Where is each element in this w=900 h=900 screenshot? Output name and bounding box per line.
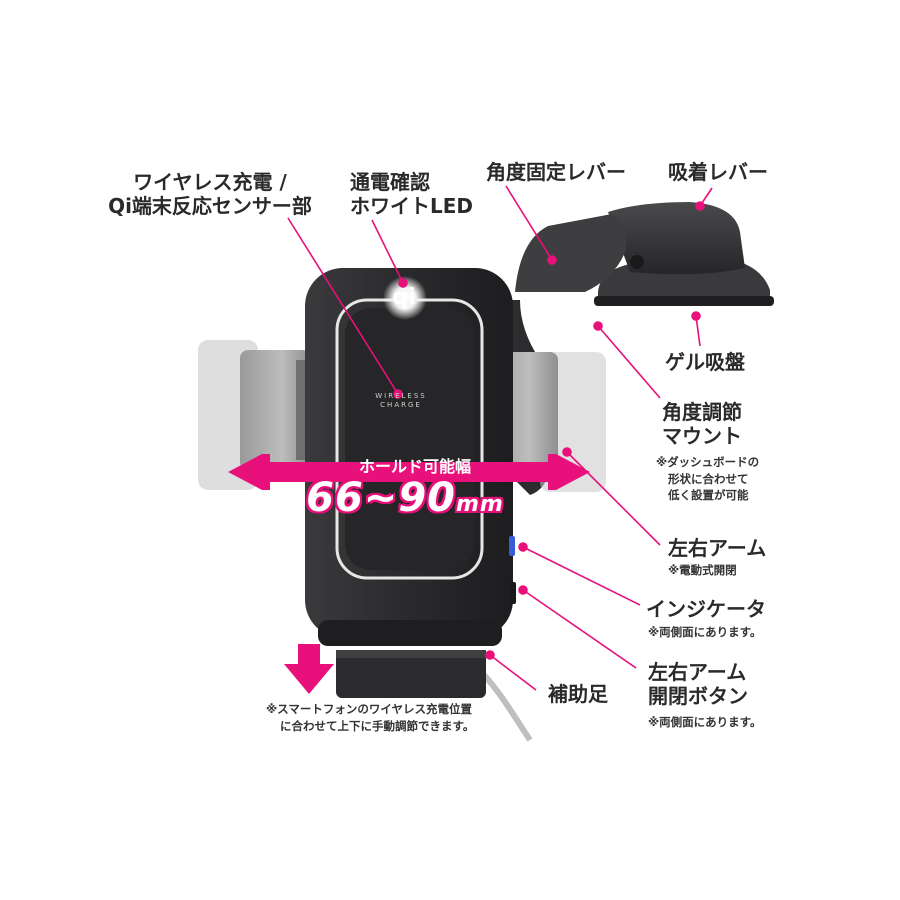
label-angle-mount-line-1: 角度調節: [662, 400, 742, 424]
hold-width-arrow: [228, 454, 590, 490]
label-lr-arm: 左右アーム: [668, 536, 767, 560]
suction-lever: [608, 202, 745, 275]
adjust-down-arrow: [284, 644, 334, 694]
hold-range-value: 66~90: [306, 475, 456, 521]
brand-lettering: WIRELESS CHARGE: [356, 392, 446, 410]
brand-line-2: CHARGE: [380, 401, 422, 410]
label-gel-suction: ゲル吸盤: [665, 350, 745, 374]
note-angle-mount-line-3: 低く設置が可能: [668, 488, 749, 503]
note-arm-button: ※両側面にあります。: [648, 715, 762, 729]
note-angle-mount-line-2: 形状に合わせて: [668, 471, 749, 486]
note-angle-mount: ※ダッシュボードの 形状に合わせて 低く設置が可能: [656, 454, 759, 504]
note-adjust-line-2: に合わせて上下に手動調節できます。: [280, 718, 475, 733]
label-angle-mount-line-2: マウント: [662, 424, 742, 448]
label-wireless-sensor-line-2: Qi端末反応センサー部: [108, 194, 312, 218]
bottom-tray: [318, 620, 502, 646]
suction-cup-edge: [594, 296, 774, 306]
brand-line-1: WIRELESS: [375, 392, 427, 400]
label-wireless-sensor-line-1: ワイヤレス充電 /: [133, 170, 287, 194]
hold-width-title: ホールド可能幅: [358, 457, 471, 476]
label-wireless-sensor: ワイヤレス充電 / Qi端末反応センサー部: [100, 170, 320, 218]
label-arm-button-line-2: 開閉ボタン: [648, 684, 748, 708]
led-glow: [383, 276, 427, 320]
hold-range-unit: mm: [455, 492, 504, 517]
note-lr-arm: ※電動式開閉: [668, 563, 737, 577]
indicator-light: [509, 536, 515, 556]
note-angle-mount-line-1: ※ダッシュボードの: [656, 455, 760, 469]
qi-logo: qi: [392, 285, 416, 310]
label-angle-mount: 角度調節 マウント: [662, 400, 742, 448]
label-suction-lever: 吸着レバー: [668, 160, 768, 184]
aux-foot: [336, 650, 486, 698]
label-led-line-1: 通電確認: [350, 170, 430, 194]
note-indicator: ※両側面にあります。: [648, 625, 762, 639]
hold-width-range: 66~90mm: [290, 475, 520, 521]
label-led: 通電確認 ホワイトLED: [350, 170, 473, 218]
left-arm: [240, 350, 310, 470]
label-arm-button: 左右アーム 開閉ボタン: [648, 660, 748, 708]
arm-open-close-button: [510, 582, 516, 604]
note-adjust-line-1: ※スマートフォンのワイヤレス充電位置: [266, 702, 472, 716]
note-adjust: ※スマートフォンのワイヤレス充電位置 に合わせて上下に手動調節できます。: [266, 701, 474, 734]
label-indicator: インジケータ: [646, 597, 766, 621]
label-aux-foot: 補助足: [548, 682, 608, 706]
label-arm-button-line-1: 左右アーム: [648, 660, 747, 684]
angle-lever: [515, 214, 627, 292]
label-led-line-2: ホワイトLED: [350, 194, 474, 218]
label-angle-lever: 角度固定レバー: [486, 160, 626, 184]
